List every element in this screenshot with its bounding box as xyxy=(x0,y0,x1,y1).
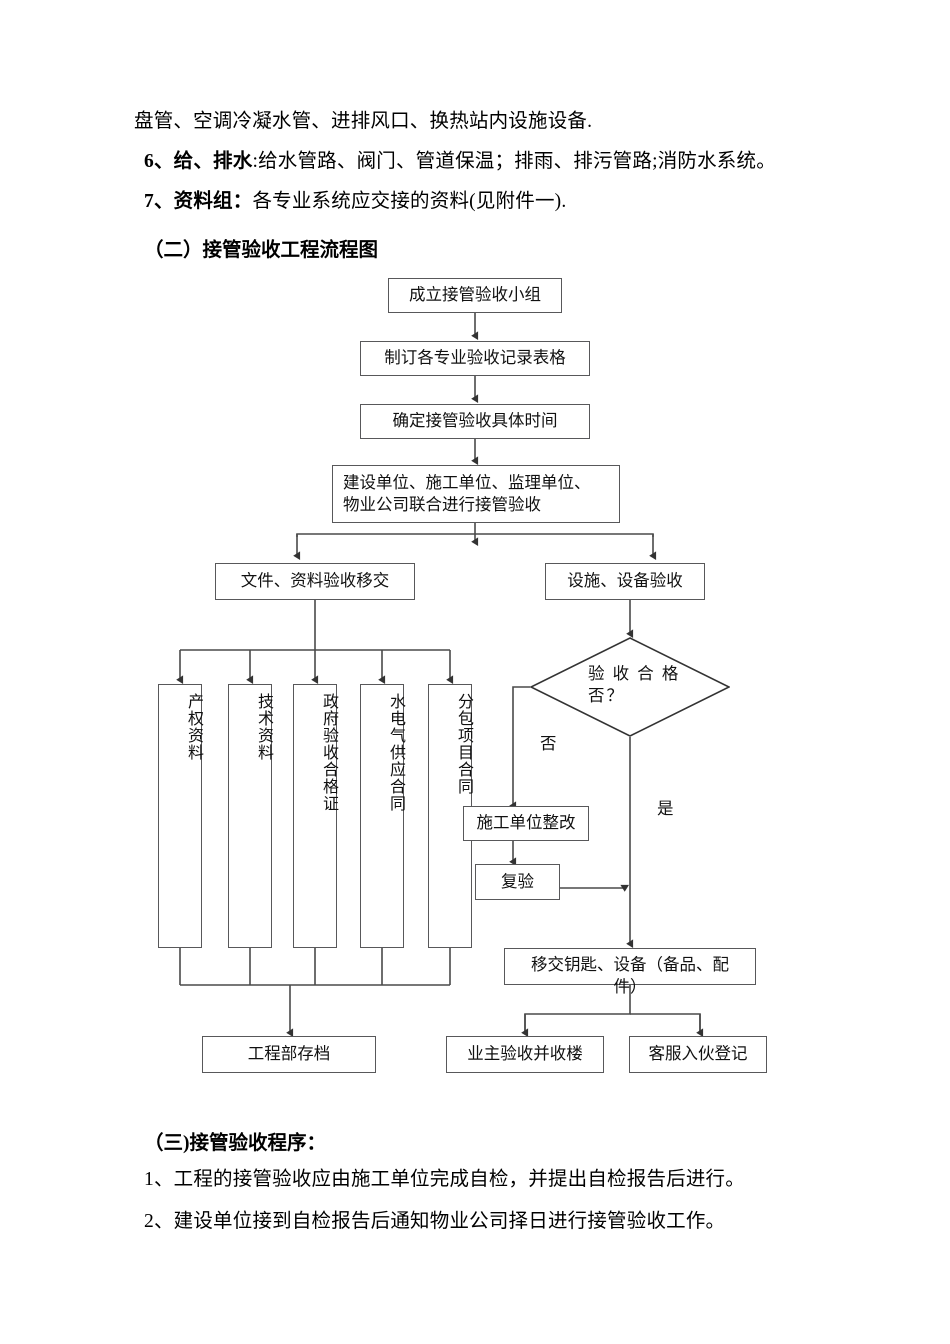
node-label: 工程部存档 xyxy=(247,1044,331,1064)
flow-node-document-handover[interactable]: 文件、资料验收移交 xyxy=(215,563,415,600)
flow-node-owner-acceptance[interactable]: 业主验收并收楼 xyxy=(446,1036,604,1073)
section-heading-flowchart: （二）接管验收工程流程图 xyxy=(134,233,834,262)
flow-node-property-documents[interactable]: 产权资料 xyxy=(158,684,202,948)
procedure-text: 1、工程的接管验收应由施工单位完成自检，并提出自检报告后进行。 xyxy=(144,1169,745,1190)
node-label: 文件、资料验收移交 xyxy=(240,571,390,591)
diamond-shape xyxy=(529,637,731,737)
paragraph-line-2: 6、给、排水:给水管路、阀门、管道保温；排雨、排污管路;消防水系统。 xyxy=(134,152,834,172)
edge-label-no: 否 xyxy=(540,734,557,753)
node-label: 施工单位整改 xyxy=(476,813,576,833)
paragraph-line-1: 盘管、空调冷凝水管、进排风口、换热站内设施设备. xyxy=(134,112,834,132)
edge-label-yes: 是 xyxy=(657,799,674,818)
flow-node-utility-contract[interactable]: 水电气供应合同 xyxy=(360,684,404,948)
flow-node-customer-registration[interactable]: 客服入伙登记 xyxy=(629,1036,767,1073)
procedure-item-1: 1、工程的接管验收应由施工单位完成自检，并提出自检报告后进行。 xyxy=(134,1170,834,1190)
heading-text: （三)接管验收程序： xyxy=(144,1133,326,1154)
node-label: 成立接管验收小组 xyxy=(409,285,541,305)
section-heading-procedure: （三)接管验收程序： xyxy=(134,1126,834,1155)
heading-text: （二）接管验收工程流程图 xyxy=(144,240,379,261)
node-label: 产权资料 xyxy=(185,693,202,761)
flow-node-handover-keys[interactable]: 移交钥匙、设备（备品、配 件） xyxy=(504,948,756,996)
paragraph-line-3: 7、资料组：各专业系统应交接的资料(见附件一). xyxy=(134,192,834,212)
node-label: 确定接管验收具体时间 xyxy=(392,411,558,431)
paragraph-2-label: 6、给、排水 xyxy=(144,151,253,172)
paragraph-2-body: :给水管路、阀门、管道保温；排雨、排污管路;消防水系统。 xyxy=(252,151,776,172)
flow-node-joint-acceptance[interactable]: 建设单位、施工单位、监理单位、 物业公司联合进行接管验收 xyxy=(332,465,620,523)
paragraph-3-body: 各专业系统应交接的资料(见附件一). xyxy=(252,191,567,212)
flow-node-recheck[interactable]: 复验 xyxy=(475,864,560,900)
flow-node-government-certificate[interactable]: 政府验收合格证 xyxy=(293,684,337,948)
flow-node-technical-documents[interactable]: 技术资料 xyxy=(228,684,272,948)
flow-node-establish-team[interactable]: 成立接管验收小组 xyxy=(388,278,562,313)
node-label: 技术资料 xyxy=(255,693,272,761)
node-label: 客服入伙登记 xyxy=(648,1044,748,1064)
flow-node-set-time[interactable]: 确定接管验收具体时间 xyxy=(360,404,590,439)
node-label: 政府验收合格证 xyxy=(320,693,337,812)
node-label: 制订各专业验收记录表格 xyxy=(384,348,566,368)
flow-node-create-forms[interactable]: 制订各专业验收记录表格 xyxy=(360,341,590,376)
node-label: 水电气供应合同 xyxy=(387,693,404,812)
procedure-item-2: 2、建设单位接到自检报告后通知物业公司择日进行接管验收工作。 xyxy=(134,1212,834,1232)
paragraph-3-label: 7、资料组： xyxy=(144,191,253,212)
node-label: 分包项目合同 xyxy=(455,693,472,795)
node-label: 设施、设备验收 xyxy=(567,571,683,591)
flow-node-contractor-rectify[interactable]: 施工单位整改 xyxy=(463,806,589,841)
node-label-line-2: 件） xyxy=(613,977,647,997)
decision-label: 验 收 合 格 否？ xyxy=(588,664,681,706)
procedure-text: 2、建设单位接到自检报告后通知物业公司择日进行接管验收工作。 xyxy=(144,1211,726,1232)
node-label: 业主验收并收楼 xyxy=(467,1044,583,1064)
flow-node-acceptance-decision[interactable] xyxy=(529,637,731,737)
node-label-line-1: 建设单位、施工单位、监理单位、 xyxy=(343,473,591,492)
flow-node-engineering-archive[interactable]: 工程部存档 xyxy=(202,1036,376,1073)
paragraph-text: 盘管、空调冷凝水管、进排风口、换热站内设施设备. xyxy=(134,111,593,132)
node-label-line-1: 移交钥匙、设备（备品、配 xyxy=(531,955,729,974)
node-label-line-2: 物业公司联合进行接管验收 xyxy=(343,494,541,514)
node-label: 复验 xyxy=(501,871,534,891)
flow-node-facility-acceptance[interactable]: 设施、设备验收 xyxy=(545,563,705,600)
